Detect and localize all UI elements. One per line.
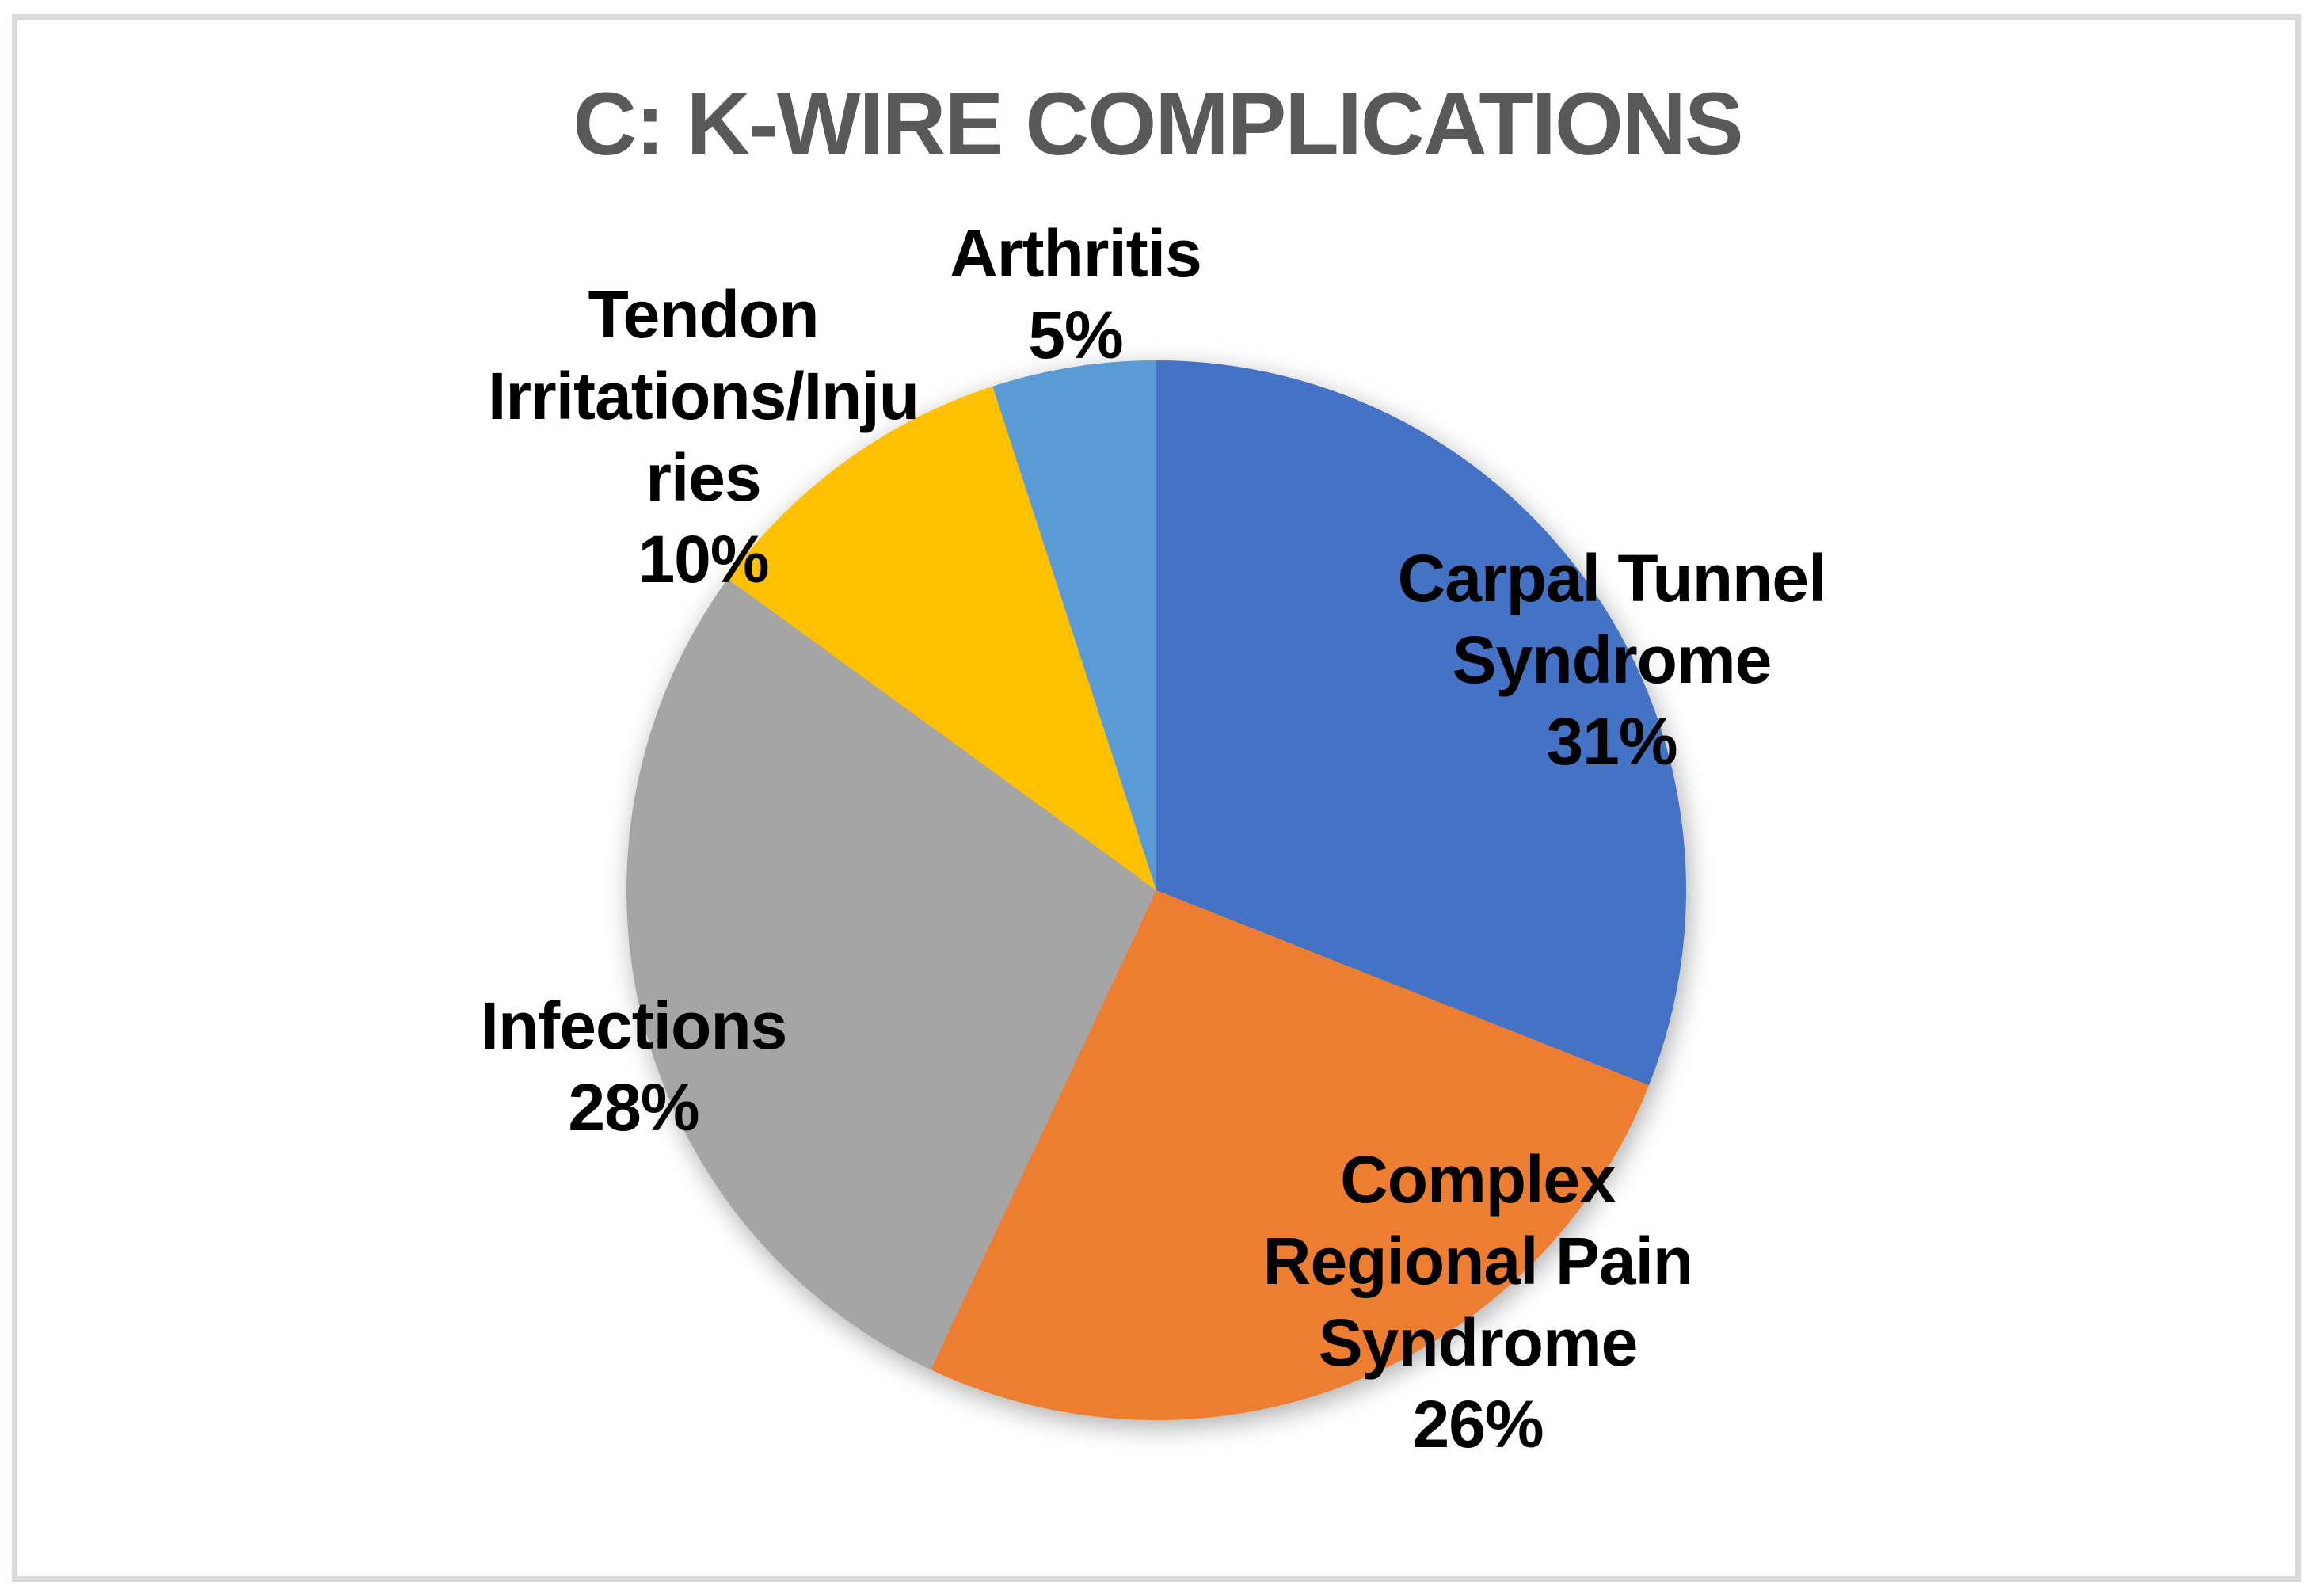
slice-label-line: Irritations/Inju	[487, 359, 920, 433]
slice-label-line: 10%	[638, 522, 769, 596]
pie-slice-complex-regional-pain-syndrome	[931, 890, 1649, 1420]
slice-label-line: Infections	[480, 988, 788, 1063]
chart-border	[12, 14, 2301, 1582]
slice-label-line: ries	[645, 440, 761, 515]
slice-label-line: Syndrome	[1318, 1305, 1639, 1380]
slice-label-line: 28%	[568, 1070, 699, 1145]
pie-slices	[626, 360, 1686, 1420]
slice-label-line: Tendon	[588, 277, 819, 352]
pie-slice-tendon-irritations-injuries	[727, 386, 1156, 890]
slice-label-line: Arthritis	[950, 216, 1202, 291]
slice-label-line: 26%	[1412, 1387, 1544, 1461]
slice-label-line: Carpal Tunnel	[1397, 541, 1827, 615]
slice-label-line: Regional Pain	[1262, 1224, 1693, 1298]
pie-slice-carpal-tunnel-syndrome	[1156, 360, 1686, 1086]
chart-title: C: K-WIRE COMPLICATIONS	[573, 74, 1743, 173]
pie-slice-arthritis	[992, 360, 1156, 890]
slice-label-line: Syndrome	[1452, 623, 1772, 697]
slice-label-line: Complex	[1340, 1142, 1616, 1217]
slice-label-line: 31%	[1546, 704, 1677, 779]
slice-label-line: 5%	[1028, 298, 1123, 372]
pie-slice-infections	[626, 578, 1156, 1370]
